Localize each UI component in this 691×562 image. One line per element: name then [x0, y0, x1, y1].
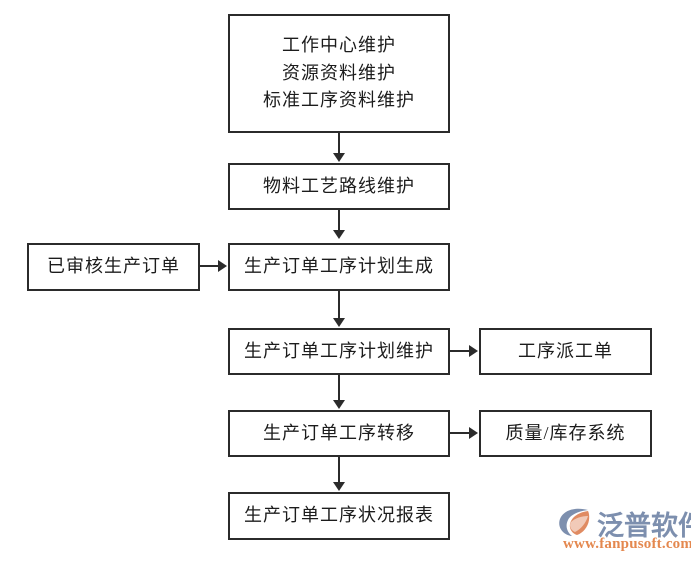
arrowhead-down-icon: [333, 153, 345, 162]
node-dispatch-order[interactable]: 工序派工单: [479, 328, 652, 375]
arrowhead-down-icon: [333, 400, 345, 409]
node-maintenance[interactable]: 工作中心维护 资源资料维护 标准工序资料维护: [228, 14, 450, 133]
node-routing-label: 物料工艺路线维护: [263, 175, 415, 196]
watermark-brand: 泛普软件: [597, 511, 691, 541]
connector-routing-to-plan-generate: [338, 210, 340, 231]
node-dispatch-order-label: 工序派工单: [518, 340, 613, 361]
node-maintenance-line-1: 工作中心维护: [282, 34, 396, 55]
arrowhead-right-icon: [469, 345, 478, 357]
node-process-transfer-label: 生产订单工序转移: [263, 422, 415, 443]
arrowhead-down-icon: [333, 318, 345, 327]
node-process-transfer[interactable]: 生产订单工序转移: [228, 410, 450, 457]
fanpu-logo-icon: [559, 508, 590, 536]
node-status-report-label: 生产订单工序状况报表: [244, 505, 434, 526]
arrowhead-down-icon: [333, 230, 345, 239]
node-plan-maintain[interactable]: 生产订单工序计划维护: [228, 328, 450, 375]
connector-plan-generate-to-plan-maintain: [338, 291, 340, 319]
node-plan-maintain-label: 生产订单工序计划维护: [244, 340, 434, 361]
arrowhead-right-icon: [218, 260, 227, 272]
node-maintenance-line-3: 标准工序资料维护: [263, 90, 415, 111]
node-approved-order-label: 已审核生产订单: [47, 256, 180, 277]
arrowhead-right-icon: [469, 427, 478, 439]
node-plan-generate[interactable]: 生产订单工序计划生成: [228, 243, 450, 291]
watermark-url: www.fanpusoft.com: [563, 536, 691, 552]
connector-approved-order-to-plan-generate: [200, 265, 219, 267]
node-maintenance-line-2: 资源资料维护: [282, 62, 396, 83]
node-approved-order[interactable]: 已审核生产订单: [27, 243, 200, 291]
node-routing[interactable]: 物料工艺路线维护: [228, 163, 450, 210]
connector-plan-maintain-to-process-transfer: [338, 375, 340, 401]
node-quality-inventory[interactable]: 质量/库存系统: [479, 410, 652, 457]
connector-maintenance-to-routing: [338, 133, 340, 154]
connector-process-transfer-to-quality-inventory: [450, 432, 470, 434]
node-plan-generate-label: 生产订单工序计划生成: [244, 256, 434, 277]
arrowhead-down-icon: [333, 482, 345, 491]
node-status-report[interactable]: 生产订单工序状况报表: [228, 492, 450, 540]
connector-process-transfer-to-status-report: [338, 457, 340, 483]
node-quality-inventory-label: 质量/库存系统: [505, 422, 626, 443]
connector-plan-maintain-to-dispatch-order: [450, 350, 470, 352]
watermark-logo: 泛普软件 www.fanpusoft.com: [557, 504, 691, 556]
